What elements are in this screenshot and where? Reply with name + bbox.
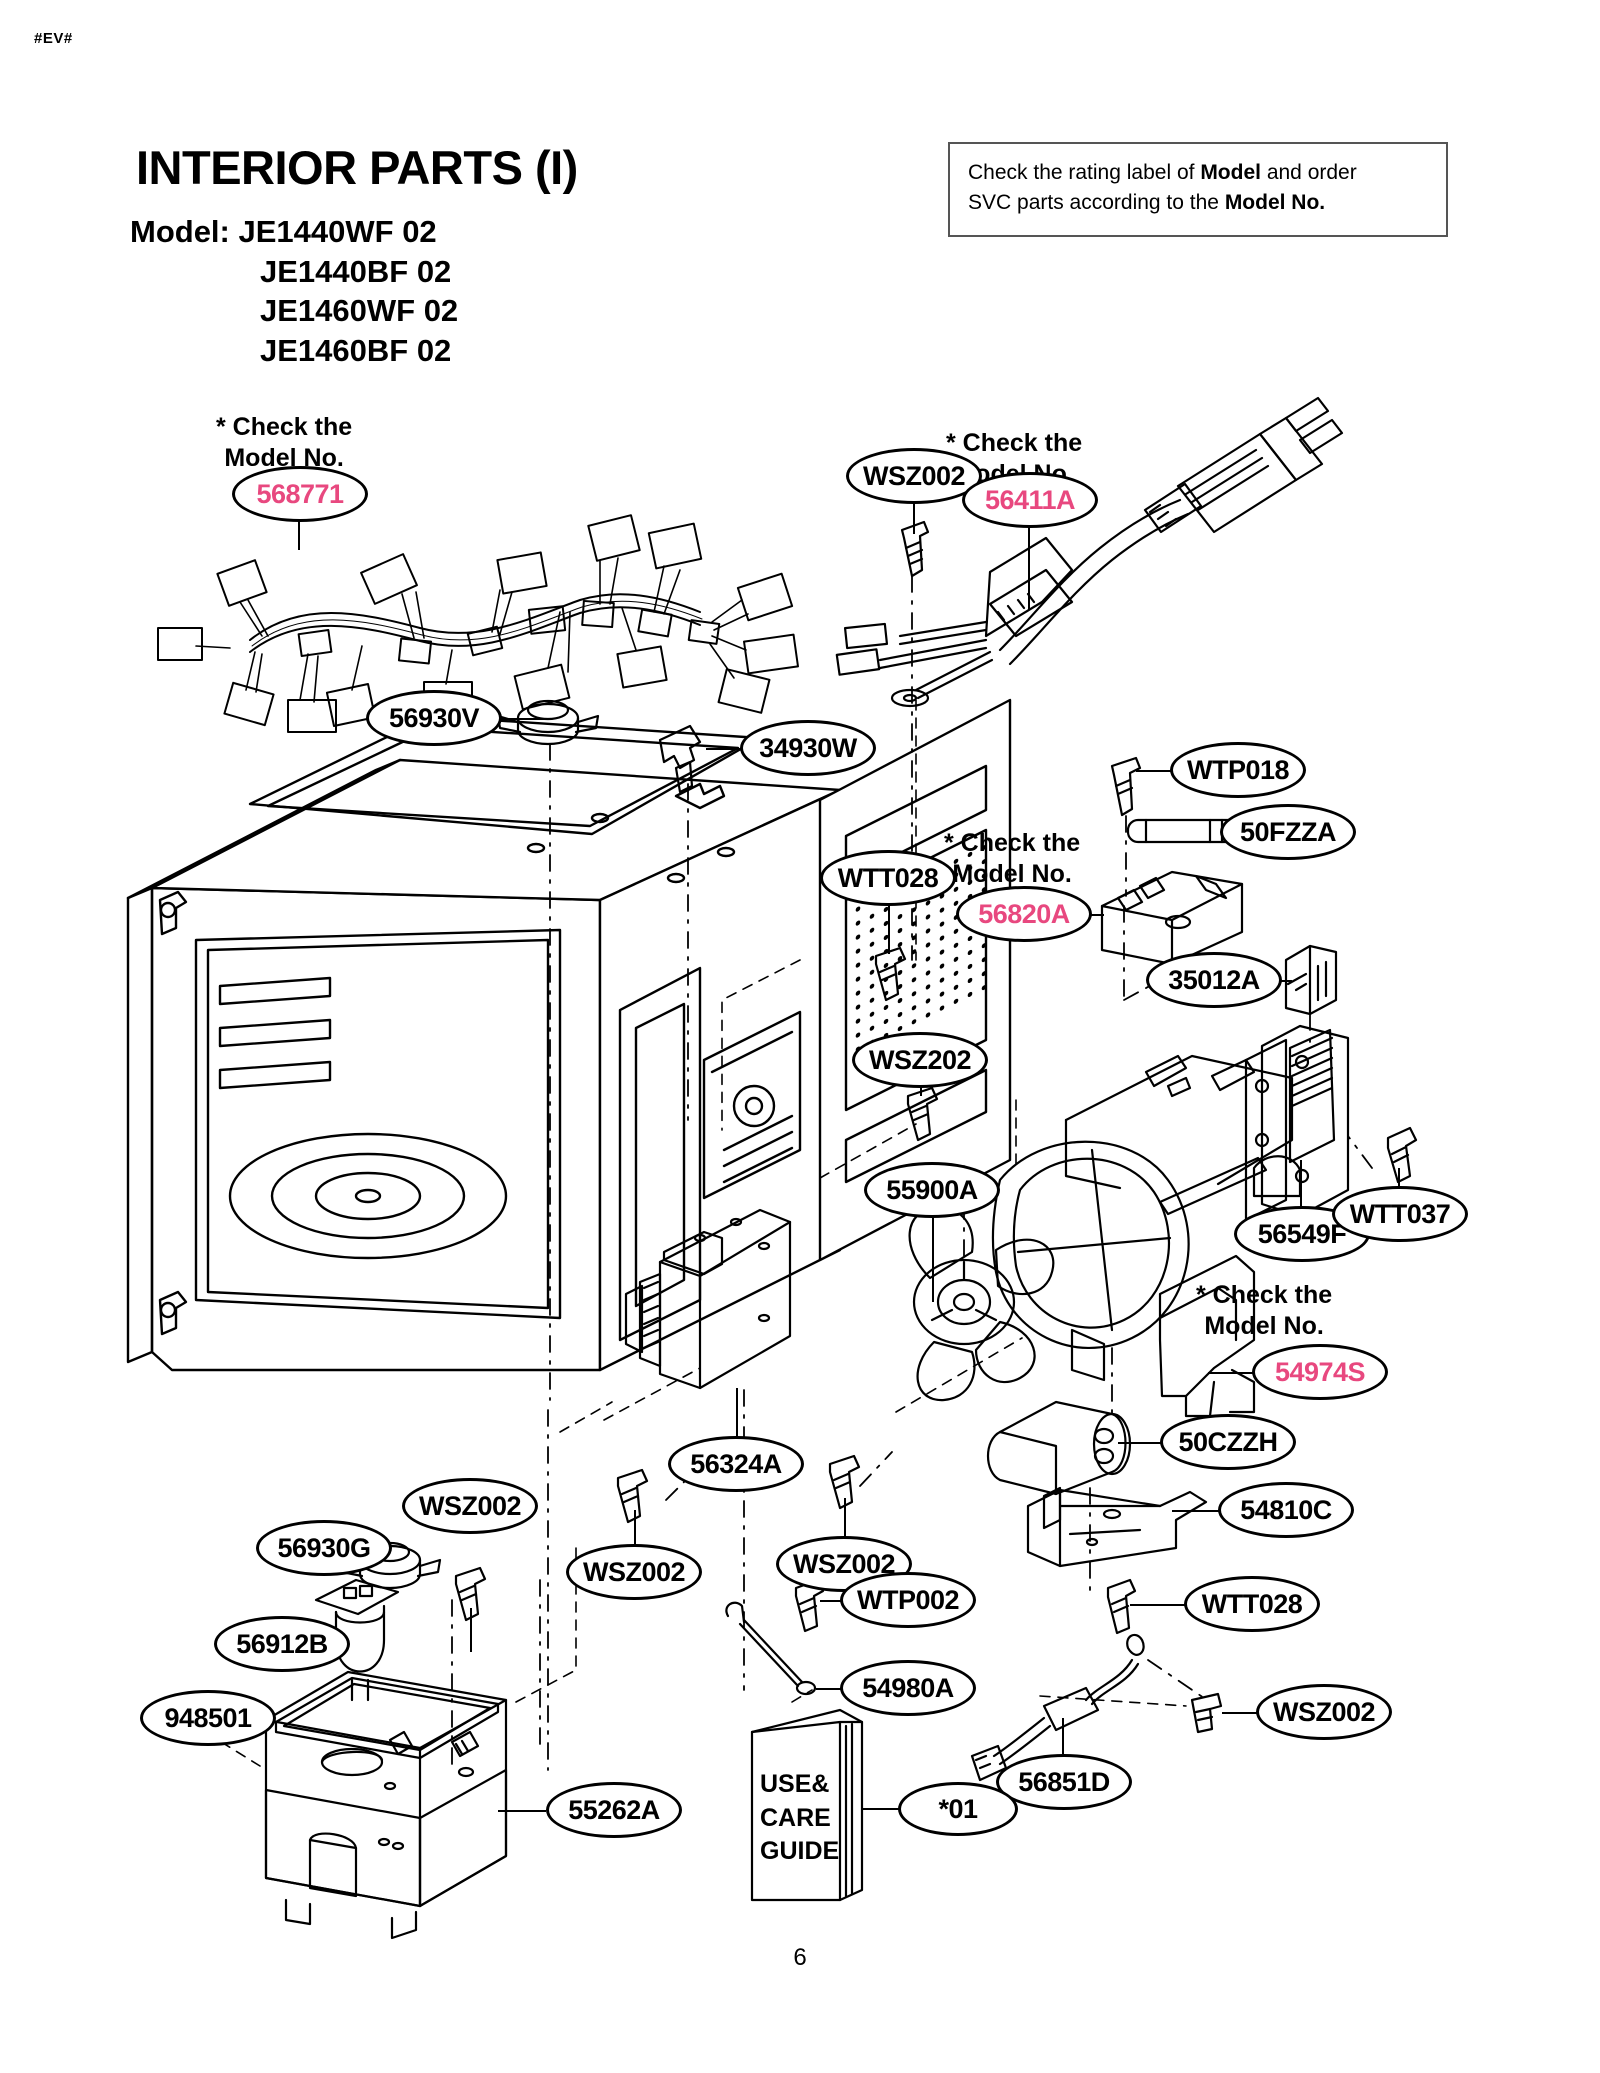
leader-56851d bbox=[1062, 1718, 1064, 1754]
callout-56912b[interactable]: 56912B bbox=[214, 1616, 350, 1672]
note-text-2a: SVC parts according to the bbox=[968, 191, 1225, 215]
ev-tag: #EV# bbox=[34, 30, 73, 47]
callout-wtt028-lower[interactable]: WTT028 bbox=[1184, 1576, 1320, 1632]
model-list: Model: JE1440WF 02 JE1440BF 02 JE1460WF … bbox=[130, 212, 458, 371]
callout-54974s[interactable]: 54974S bbox=[1252, 1344, 1388, 1400]
callout-54980a[interactable]: 54980A bbox=[840, 1660, 976, 1716]
callout-948501[interactable]: 948501 bbox=[140, 1690, 276, 1746]
guide-line-3: GUIDE bbox=[760, 1837, 840, 1865]
callout-50czzh[interactable]: 50CZZH bbox=[1160, 1414, 1296, 1470]
callout-55262a[interactable]: 55262A bbox=[546, 1782, 682, 1838]
callout-56411a[interactable]: 56411A bbox=[962, 472, 1098, 528]
leader-50czzh bbox=[1118, 1442, 1164, 1444]
thermostat-top-art bbox=[496, 699, 600, 746]
callout-01[interactable]: *01 bbox=[898, 1782, 1018, 1836]
check-note-line1: * Check the bbox=[946, 429, 1083, 457]
screw-wtp018 bbox=[1110, 756, 1142, 817]
screw-wsz002-top bbox=[900, 520, 930, 578]
guide-line-2: CARE bbox=[760, 1803, 831, 1832]
model-label: Model: bbox=[130, 214, 230, 249]
callout-wsz002-bottomright[interactable]: WSZ002 bbox=[1256, 1684, 1392, 1740]
screw-wsz202 bbox=[906, 1086, 939, 1142]
leader-01 bbox=[862, 1808, 900, 1810]
callout-wtt037[interactable]: WTT037 bbox=[1332, 1186, 1468, 1242]
use-care-guide-label: USE& CARE GUIDE bbox=[760, 1768, 839, 1869]
leader-54980a bbox=[816, 1688, 856, 1690]
leader-wtt028-b bbox=[1130, 1604, 1188, 1606]
note-text-1a: Check the rating label of bbox=[968, 161, 1201, 184]
leader-56549f bbox=[1300, 1160, 1302, 1212]
screw-wtt028-lower bbox=[1106, 1578, 1137, 1635]
note-text-1b: Model bbox=[1200, 161, 1261, 184]
callout-wsz002-left[interactable]: WSZ002 bbox=[566, 1544, 702, 1600]
leader-55900a bbox=[932, 1216, 934, 1302]
screw-wtt037 bbox=[1386, 1126, 1418, 1184]
callout-wsz202[interactable]: WSZ202 bbox=[852, 1032, 988, 1088]
check-note-line2: Model No. bbox=[952, 859, 1072, 888]
transformer-cover-art bbox=[264, 1670, 508, 1940]
model-row-3: JE1460BF 02 bbox=[260, 333, 452, 369]
callout-54810c[interactable]: 54810C bbox=[1218, 1482, 1354, 1538]
rating-label-note: Check the rating label of Model and orde… bbox=[948, 142, 1448, 237]
capacitor-bracket-art bbox=[1026, 1486, 1208, 1568]
check-model-note-switch: * Check the Model No. bbox=[944, 828, 1080, 889]
fan-motor-art bbox=[1158, 1024, 1350, 1222]
capacitor-art bbox=[987, 1400, 1132, 1496]
page-title: INTERIOR PARTS (I) bbox=[136, 141, 578, 194]
check-model-note-airguide: * Check the Model No. bbox=[1196, 1280, 1332, 1341]
leader-56324a bbox=[736, 1388, 738, 1440]
callout-56930g[interactable]: 56930G bbox=[256, 1520, 392, 1576]
check-model-note-harness: * Check the Model No. bbox=[216, 412, 352, 473]
page-number: 6 bbox=[793, 1944, 807, 1971]
switch-holder-art bbox=[1100, 870, 1244, 966]
leader-wsz002-b bbox=[634, 1510, 636, 1548]
callout-35012a[interactable]: 35012A bbox=[1146, 952, 1282, 1008]
note-text-1c: and order bbox=[1260, 161, 1357, 184]
leader-54810c bbox=[1172, 1510, 1222, 1512]
check-note-line1: * Check the bbox=[1196, 1281, 1333, 1309]
callout-wsz002-top[interactable]: WSZ002 bbox=[846, 448, 982, 504]
callout-wtp018[interactable]: WTP018 bbox=[1170, 742, 1306, 798]
callout-56851d[interactable]: 56851D bbox=[996, 1754, 1132, 1810]
callout-568771[interactable]: 568771 bbox=[232, 466, 368, 522]
note-text-2b: Model No. bbox=[1224, 191, 1326, 215]
leader-wsz002-c bbox=[844, 1498, 846, 1538]
leader-wsz002-a bbox=[913, 500, 915, 534]
leader-568771 bbox=[298, 518, 300, 550]
leader-wtt028-a bbox=[888, 902, 890, 954]
screw-wtt028-upper bbox=[874, 946, 907, 1002]
callout-wsz002-upperleft[interactable]: WSZ002 bbox=[402, 1478, 538, 1534]
clip-art bbox=[658, 724, 702, 794]
callout-56930v[interactable]: 56930V bbox=[366, 690, 502, 746]
callout-56324a[interactable]: 56324A bbox=[668, 1436, 804, 1492]
callout-wtp002[interactable]: WTP002 bbox=[840, 1572, 976, 1628]
leader-56411a bbox=[1028, 524, 1030, 610]
model-row-0: Model: JE1440WF 02 bbox=[130, 212, 458, 252]
callout-wtt028-upper[interactable]: WTT028 bbox=[820, 850, 956, 906]
leader-54974s bbox=[1208, 1372, 1256, 1374]
leader-wsz002-d bbox=[470, 1608, 472, 1652]
callout-56820a[interactable]: 56820A bbox=[956, 886, 1092, 942]
magnetron-art bbox=[624, 1208, 792, 1390]
check-note-line1: * Check the bbox=[944, 829, 1081, 857]
check-note-line2: Model No. bbox=[1204, 1311, 1324, 1340]
check-note-line1: * Check the bbox=[216, 413, 353, 441]
screw-wsz002-bottomright bbox=[1190, 1692, 1223, 1734]
lever-art bbox=[725, 1601, 817, 1696]
guide-line-1: USE& bbox=[760, 1770, 830, 1798]
model-row-1: JE1440BF 02 bbox=[260, 253, 452, 289]
oven-cavity-art bbox=[126, 698, 1012, 1372]
insulator-art bbox=[1284, 944, 1338, 1016]
model-row-2: JE1460WF 02 bbox=[260, 293, 459, 329]
leader-55262a bbox=[498, 1810, 546, 1812]
power-cord-art bbox=[835, 396, 1344, 708]
callout-55900a[interactable]: 55900A bbox=[864, 1162, 1000, 1218]
callout-50fzza[interactable]: 50FZZA bbox=[1220, 804, 1356, 860]
model-value-0: JE1440WF 02 bbox=[238, 214, 437, 249]
leader-wtp002 bbox=[820, 1600, 856, 1602]
callout-34930w[interactable]: 34930W bbox=[740, 720, 876, 776]
leader-wsz002-e bbox=[1222, 1712, 1262, 1714]
screw-wsz002-leftmid bbox=[616, 1468, 649, 1524]
